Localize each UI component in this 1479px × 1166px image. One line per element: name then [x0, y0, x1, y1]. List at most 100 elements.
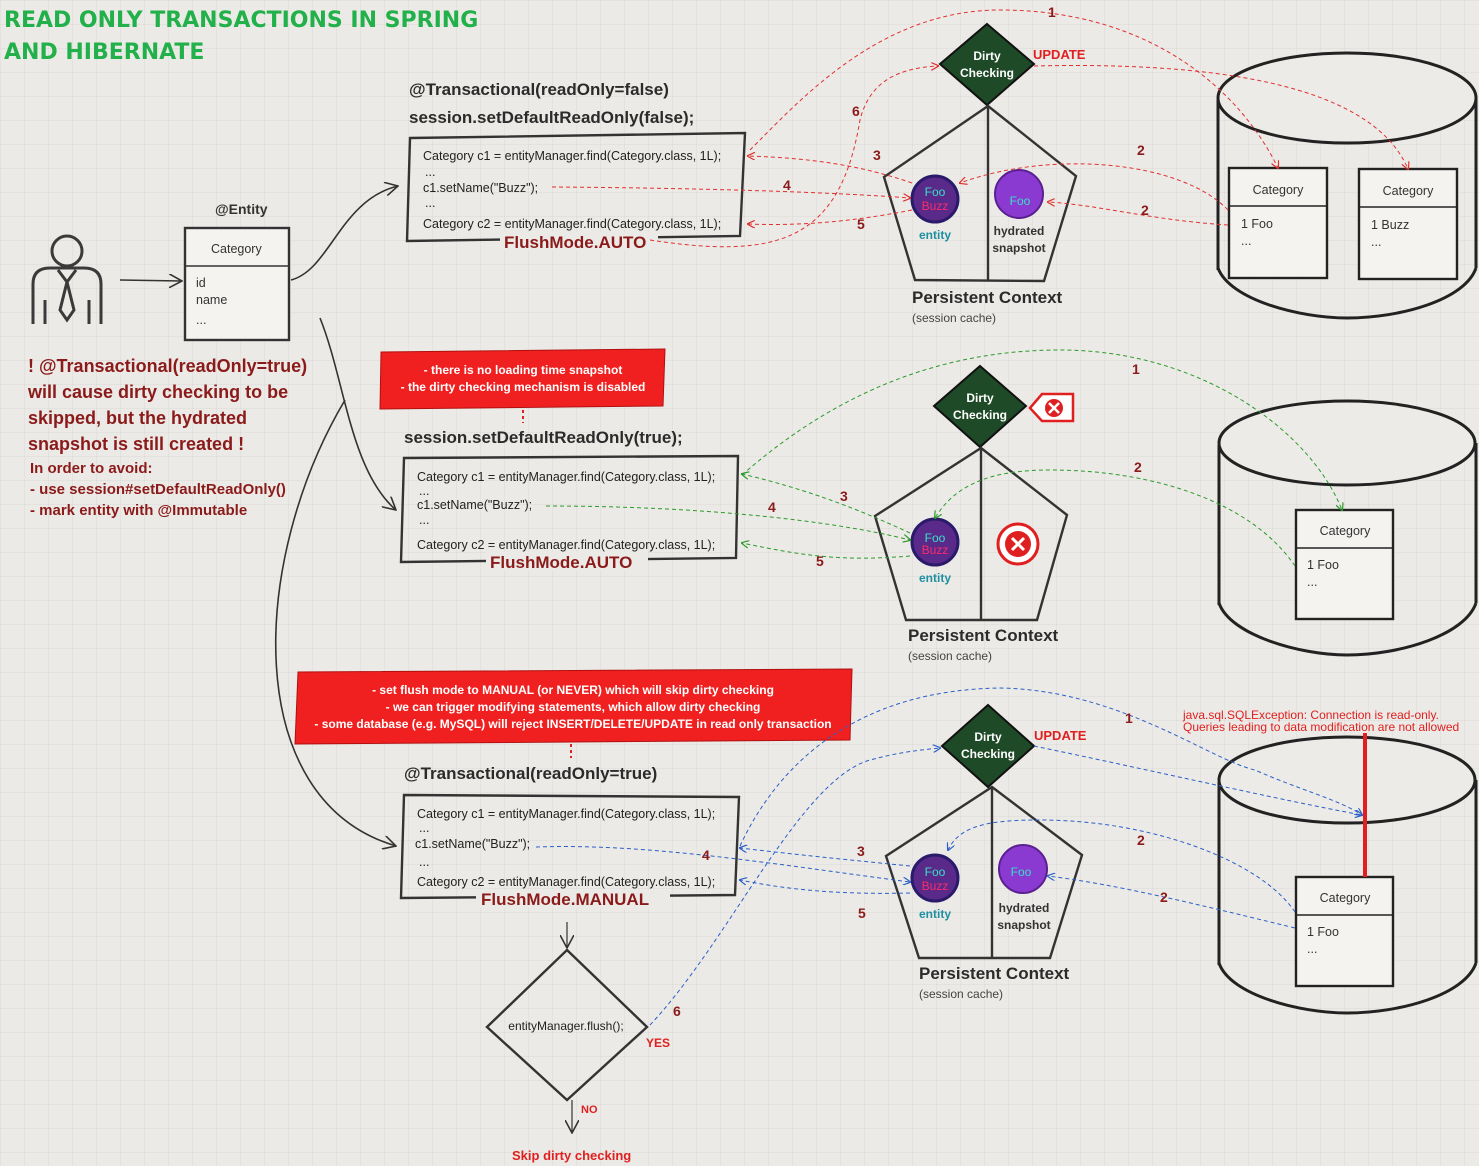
panel3-code-find-c1: Category c1 = entityManager.find(Categor…: [417, 807, 715, 821]
warning-line-3: skipped, but the hydrated: [28, 408, 247, 428]
panel3-code-box: Category c1 = entityManager.find(Categor…: [399, 793, 741, 900]
panel1-snapshot-circle: [994, 169, 1044, 219]
panel3-flush-mode: FlushMode.MANUAL: [481, 890, 649, 909]
panel2-persistent-context: Foo Buzz entity: [873, 446, 1069, 622]
panel1-snapshot-label-2: snapshot: [992, 241, 1045, 255]
panel3-step-6: 6: [673, 1003, 681, 1019]
panel3-step-3: 3: [857, 843, 865, 859]
panel1-step-1: 1: [1048, 4, 1056, 20]
panel1-step-2b: 2: [1141, 202, 1149, 218]
panel2-step-5: 5: [816, 553, 824, 569]
panel3-db-table-more: ...: [1307, 942, 1317, 956]
user-icon: [31, 234, 103, 324]
panel2-note: - there is no loading time snapshot - th…: [379, 348, 666, 410]
panel1-snapshot-label-1: hydrated: [994, 224, 1045, 238]
panel3-code-ellipsis-2: ...: [419, 855, 429, 869]
panel3-code-find-c2: Category c2 = entityManager.find(Categor…: [417, 875, 715, 889]
panel2-db-table-more: ...: [1307, 575, 1317, 589]
panel3-step-2a: 2: [1137, 832, 1145, 848]
panel2-step-2: 2: [1134, 459, 1142, 475]
panel2-code-set-name: c1.setName("Buzz");: [417, 498, 532, 512]
flush-yes-label: YES: [646, 1036, 670, 1050]
panel1-snapshot-foo: Foo: [1010, 194, 1031, 208]
panel1-flush-mode: FlushMode.AUTO: [504, 233, 646, 252]
panel2-dirty-checking: Dirty Checking: [932, 364, 1028, 449]
panel2-flow-arrows: [545, 349, 1342, 567]
entity-class-box: Category id name ...: [183, 226, 291, 342]
panel1-db-table-2-name: Category: [1383, 184, 1434, 198]
panel1-entity-circle: [910, 174, 960, 224]
panel3-header: @Transactional(readOnly=true): [404, 764, 657, 783]
panel3-db-table: Category 1 Foo ...: [1294, 875, 1395, 988]
panel3-note: - set flush mode to MANUAL (or NEVER) wh…: [294, 668, 853, 745]
panel2-step-3: 3: [840, 488, 848, 504]
panel3-pc-subtitle: (session cache): [919, 987, 1003, 1001]
panel1-db-table-2: Category 1 Buzz ...: [1357, 167, 1459, 281]
panel2-db-table-name: Category: [1320, 524, 1371, 538]
panel1-entity-foo: Foo: [925, 185, 946, 199]
entity-to-panel3-arrow: [275, 399, 396, 846]
entity-class-name: Category: [211, 242, 262, 256]
panel3-step-1: 1: [1125, 710, 1133, 726]
panel1-update-label: UPDATE: [1033, 47, 1086, 62]
panel3-entity-foo: Foo: [925, 865, 946, 879]
panel1-code-box: Category c1 = entityManager.find(Categor…: [405, 131, 747, 243]
panel3-step-5: 5: [858, 905, 866, 921]
panel2-code-ellipsis-2: ...: [419, 513, 429, 527]
panel1-step-4: 4: [783, 177, 791, 193]
panel3-snapshot-circle: [998, 844, 1048, 894]
entity-field-more: ...: [196, 313, 206, 327]
panel3-step-2b: 2: [1160, 889, 1168, 905]
panel2-dirty-label-1: Dirty: [966, 391, 994, 405]
panel3-snapshot-label-1: hydrated: [999, 901, 1050, 915]
panel1-code-find-c2: Category c2 = entityManager.find(Categor…: [423, 217, 721, 231]
panel3-dirty-checking: Dirty Checking: [940, 703, 1036, 789]
panel1-persistent-context: Foo Buzz entity Foo hydrated snapshot: [882, 104, 1078, 283]
panel1-db-table-1-more: ...: [1241, 234, 1251, 248]
panel1-step-5: 5: [857, 216, 865, 232]
panel1-flow-arrows: [551, 9, 1408, 248]
panel3-snapshot-foo: Foo: [1011, 865, 1032, 879]
panel2-entity-label: entity: [919, 571, 951, 585]
flush-call-label: entityManager.flush();: [508, 1019, 623, 1033]
entity-to-panel2-arrow: [319, 317, 396, 510]
panel2-code-find-c1: Category c1 = entityManager.find(Categor…: [417, 470, 715, 484]
panel2-pc-title: Persistent Context: [908, 626, 1059, 645]
panel1-dirty-label-1: Dirty: [973, 49, 1001, 63]
warning-line-4: snapshot is still created !: [28, 434, 244, 454]
panel2-db-table-row: 1 Foo: [1307, 558, 1339, 572]
panel2-db-table: Category 1 Foo ...: [1294, 508, 1395, 621]
user-to-entity-arrow: [119, 280, 182, 281]
warning-line-2: will cause dirty checking to be: [27, 382, 288, 402]
panel2-database: [1217, 399, 1478, 657]
panel1-code-ellipsis-2: ...: [425, 196, 435, 210]
panel1-pc-title: Persistent Context: [912, 288, 1063, 307]
panel2-code-ellipsis-1: ...: [419, 484, 429, 498]
panel3-code-set-name: c1.setName("Buzz");: [415, 837, 530, 851]
panel2-note-line-2: - the dirty checking mechanism is disabl…: [401, 380, 646, 394]
panel2-step-4: 4: [768, 499, 776, 515]
panel2-header: session.setDefaultReadOnly(true);: [404, 428, 683, 447]
panel2-no-snapshot-icon: [996, 522, 1040, 566]
panel3-snapshot-label-2: snapshot: [997, 918, 1050, 932]
panel2-flush-mode: FlushMode.AUTO: [490, 553, 632, 572]
panel2-disabled-icon: [1028, 392, 1075, 423]
panel1-entity-buzz: Buzz: [922, 199, 949, 213]
panel3-entity-label: entity: [919, 907, 951, 921]
panel3-database: [1217, 735, 1478, 1015]
panel3-entity-buzz: Buzz: [922, 879, 949, 893]
panel1-code-find-c1: Category c1 = entityManager.find(Categor…: [423, 149, 721, 163]
panel2-code-box: Category c1 = entityManager.find(Categor…: [399, 454, 740, 564]
panel2-entity-buzz: Buzz: [922, 543, 949, 557]
panel1-pc-subtitle: (session cache): [912, 311, 996, 325]
panel3-persistent-context: Foo Buzz entity Foo hydrated snapshot: [884, 785, 1084, 960]
entity-field-name: name: [196, 293, 227, 307]
panel1-header-1: @Transactional(readOnly=false): [409, 80, 669, 99]
flush-decision: entityManager.flush();: [485, 948, 649, 1102]
panel1-step-2a: 2: [1137, 142, 1145, 158]
panel1-dirty-label-2: Checking: [960, 66, 1014, 80]
panel1-db-table-1-row: 1 Foo: [1241, 217, 1273, 231]
panel3-note-line-3: - some database (e.g. MySQL) will reject…: [314, 717, 831, 731]
panel2-dirty-label-2: Checking: [953, 408, 1007, 422]
